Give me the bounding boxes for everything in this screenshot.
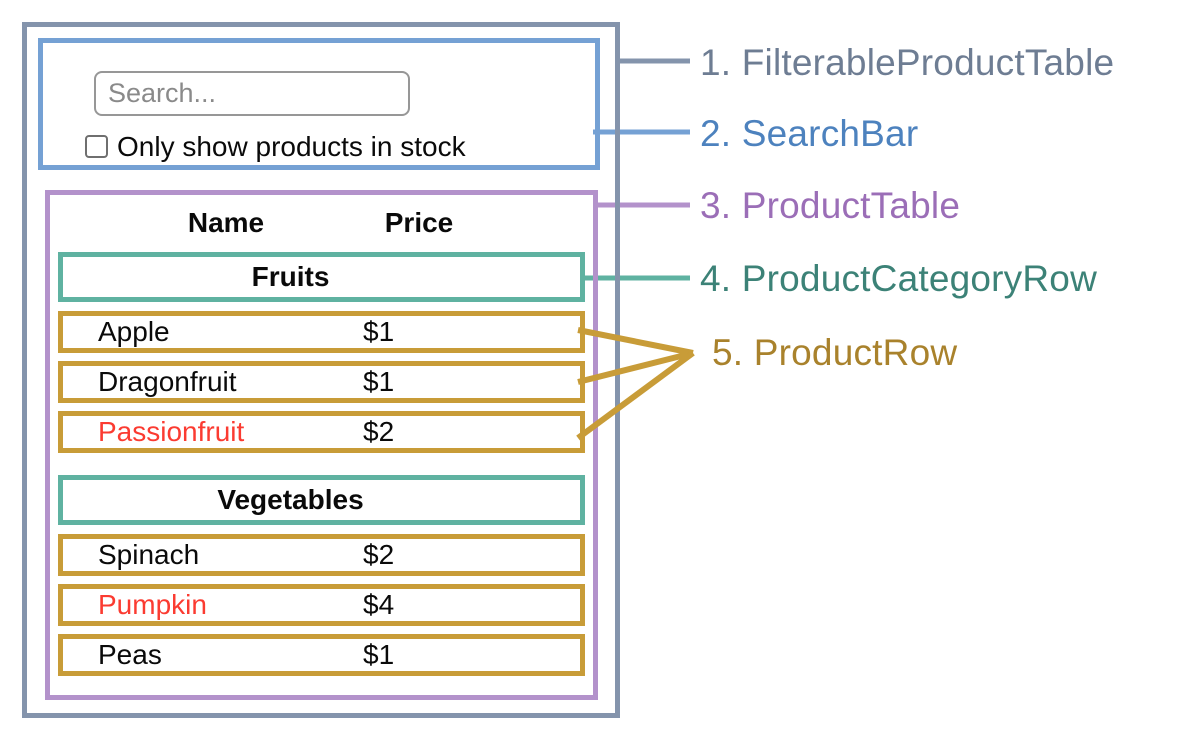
product-name: Pumpkin xyxy=(98,589,207,620)
product-row: Spinach $2 xyxy=(58,534,585,576)
product-row: Pumpkin $4 xyxy=(58,584,585,626)
product-price: $4 xyxy=(363,589,395,620)
search-input[interactable] xyxy=(94,71,410,116)
column-header-name: Name xyxy=(187,207,265,238)
product-category-row: Fruits xyxy=(58,252,585,302)
product-name: Passionfruit xyxy=(98,416,245,447)
product-price: $2 xyxy=(363,539,395,570)
product-row: Passionfruit $2 xyxy=(58,411,585,453)
product-row: Apple $1 xyxy=(58,311,585,353)
product-name: Dragonfruit xyxy=(98,366,237,397)
label-filterable-product-table: 1. FilterableProductTable xyxy=(700,42,1115,83)
product-price: $2 xyxy=(363,416,395,447)
product-table-header: Name Price xyxy=(50,195,593,252)
product-row: Peas $1 xyxy=(58,634,585,676)
label-product-category-row: 4. ProductCategoryRow xyxy=(700,258,1097,299)
product-category-row: Vegetables xyxy=(58,475,585,525)
search-bar-box: Only show products in stock xyxy=(38,38,600,170)
product-name: Spinach xyxy=(98,539,200,570)
label-product-table: 3. ProductTable xyxy=(700,185,961,226)
product-price: $1 xyxy=(363,366,395,397)
label-search-bar: 2. SearchBar xyxy=(700,113,919,154)
product-row: Dragonfruit $1 xyxy=(58,361,585,403)
product-name: Apple xyxy=(98,316,170,347)
in-stock-checkbox[interactable] xyxy=(85,135,108,158)
column-header-price: Price xyxy=(384,207,454,238)
in-stock-checkbox-label: Only show products in stock xyxy=(117,131,466,162)
product-price: $1 xyxy=(363,639,395,670)
product-price: $1 xyxy=(363,316,395,347)
label-product-row: 5. ProductRow xyxy=(712,332,958,373)
product-name: Peas xyxy=(98,639,162,670)
